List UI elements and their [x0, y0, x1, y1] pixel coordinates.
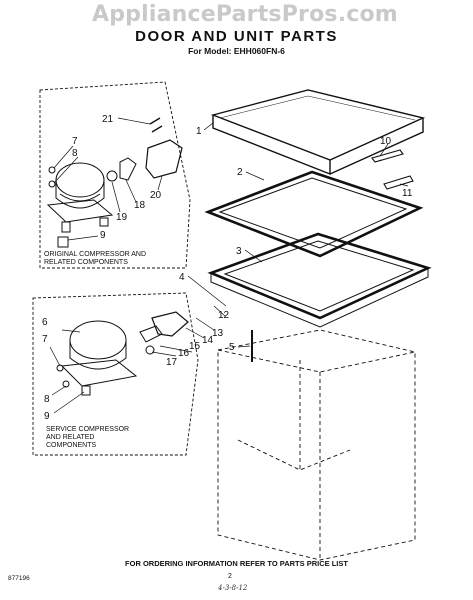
callout-9a: 9: [100, 230, 106, 241]
service-compressor-label: SERVICE COMPRESSOR AND RELATED COMPONENT…: [46, 426, 130, 449]
watermark: AppliancePartsPros.com: [92, 2, 398, 27]
service-compressor-drawing: [56, 311, 189, 396]
callout-12: 12: [218, 310, 230, 321]
part-breaker-strip: [207, 232, 432, 328]
callout-17: 17: [166, 357, 178, 368]
part-door-lid: [210, 89, 426, 176]
callout-14: 14: [202, 335, 214, 346]
footer-note: FOR ORDERING INFORMATION REFER TO PARTS …: [125, 559, 348, 568]
callout-13: 13: [212, 328, 224, 339]
leader-lines: [49, 117, 409, 414]
callout-2: 2: [237, 167, 243, 178]
callout-16: 16: [178, 348, 190, 359]
service-compressor-box: [32, 292, 199, 456]
callout-20: 20: [150, 190, 162, 201]
callout-3: 3: [236, 246, 242, 257]
callout-numbers: 1 2 3 4 5 6 7 8 9 10 11 12 13 14 15 16 1…: [42, 114, 413, 422]
cabinet-outline: [217, 329, 416, 561]
callout-21: 21: [102, 114, 114, 125]
callout-8b: 8: [44, 394, 50, 405]
model-line: For Model: EHH060FN-6: [188, 46, 285, 56]
part-handle-strips: [371, 149, 414, 190]
callout-6: 6: [42, 317, 48, 328]
callout-7b: 7: [42, 334, 48, 345]
page-number: 2: [228, 573, 232, 580]
callout-10: 10: [380, 136, 392, 147]
callout-7a: 7: [72, 136, 78, 147]
part-door-gasket: [204, 170, 424, 258]
callout-5: 5: [229, 342, 235, 353]
callout-4: 4: [179, 272, 185, 283]
original-compressor-box: [39, 81, 191, 269]
handwritten-note: 4-3-8-12: [218, 584, 248, 592]
document-code: 877196: [8, 575, 30, 582]
callout-19: 19: [116, 212, 128, 223]
callout-11: 11: [402, 188, 413, 199]
callout-9b: 9: [44, 411, 50, 422]
callout-15: 15: [189, 341, 201, 352]
original-compressor-drawing: [46, 117, 183, 248]
callout-1: 1: [196, 126, 202, 137]
original-compressor-label: ORIGINAL COMPRESSOR AND RELATED COMPONEN…: [44, 251, 147, 266]
callout-8a: 8: [72, 148, 78, 159]
callout-18: 18: [134, 200, 146, 211]
page-title: DOOR AND UNIT PARTS: [135, 28, 338, 45]
